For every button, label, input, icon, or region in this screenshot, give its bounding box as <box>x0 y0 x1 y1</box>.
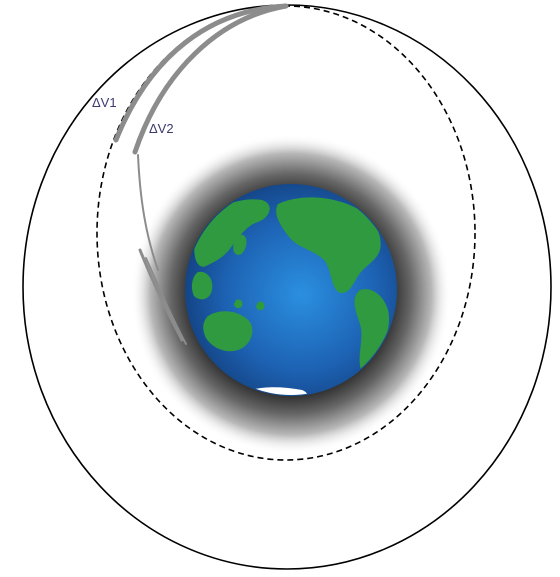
departure-streak-3 <box>145 257 187 345</box>
delta-v1-label: ΔV1 <box>92 95 117 110</box>
land-north-america <box>276 197 381 293</box>
departure-streak-2 <box>138 248 184 342</box>
land-se-asia <box>191 271 213 300</box>
land-south-america <box>354 289 390 372</box>
delta-v2-label: ΔV2 <box>149 121 174 136</box>
departure-streak-1 <box>137 154 159 271</box>
delta-v1-arc <box>113 3 289 143</box>
burn-arcs <box>113 3 289 345</box>
land-japan <box>233 234 247 255</box>
delta-v2-arc <box>132 3 289 155</box>
land-australia <box>203 311 253 352</box>
land-islands <box>234 299 265 311</box>
earth <box>185 184 397 396</box>
